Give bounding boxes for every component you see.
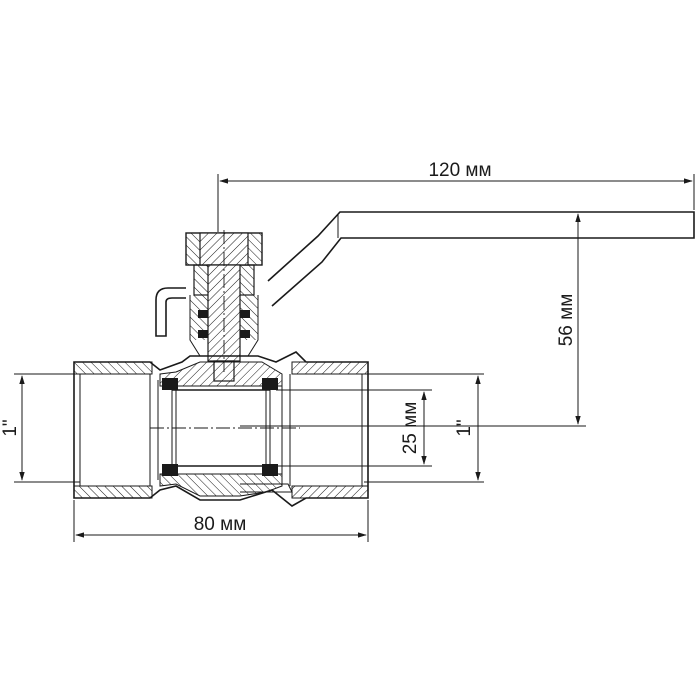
label-handle-length: 120 мм bbox=[428, 160, 491, 181]
label-body-length: 80 мм bbox=[194, 514, 247, 535]
label-right-thread: 1" bbox=[454, 419, 475, 436]
handle-tab bbox=[155, 287, 186, 337]
dim-body-length: 80 мм bbox=[73, 500, 369, 542]
label-handle-height: 56 мм bbox=[556, 294, 577, 347]
valve-body bbox=[73, 351, 369, 507]
dim-right-thread: 1" bbox=[364, 373, 484, 483]
lever-handle bbox=[267, 211, 695, 307]
dim-handle-length: 120 мм bbox=[217, 160, 695, 232]
label-left-thread: 1" bbox=[0, 419, 21, 436]
label-bore-diameter: 25 мм bbox=[400, 402, 421, 455]
dim-handle-height: 56 мм bbox=[240, 213, 586, 427]
dim-bore-diameter: 25 мм bbox=[276, 389, 432, 467]
dim-left-thread: 1" bbox=[0, 373, 80, 483]
